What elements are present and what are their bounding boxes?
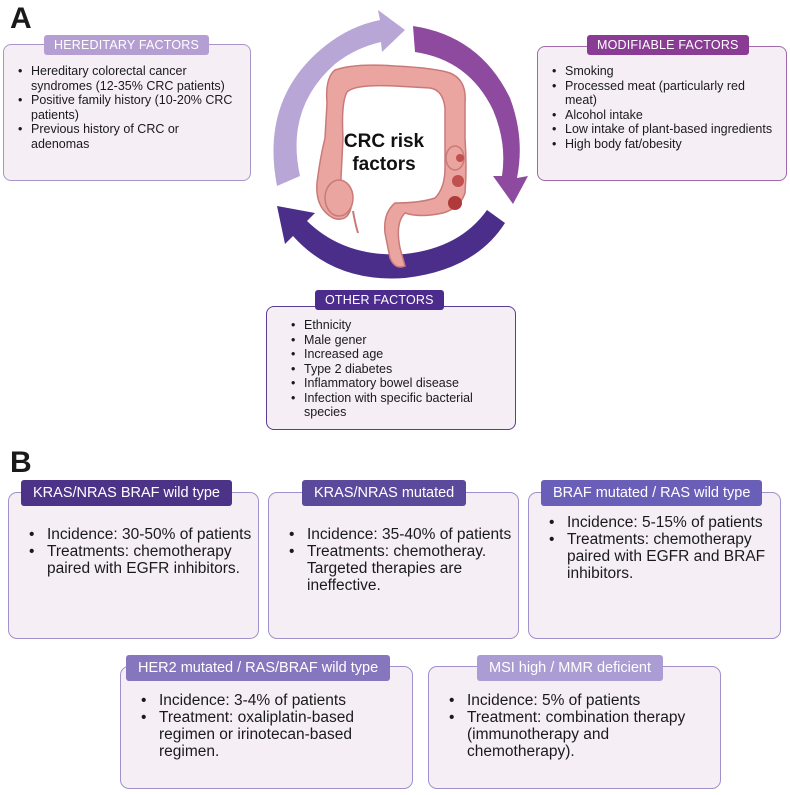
list-item: Processed meat (particularly red meat)	[552, 79, 778, 108]
hereditary-factors-box: Hereditary colorectal cancer syndromes (…	[3, 44, 251, 181]
list-item: Ethnicity	[291, 318, 506, 333]
polyp-dot	[456, 154, 464, 162]
list-item: Incidence: 3-4% of patients	[139, 692, 404, 709]
other-factors-title: OTHER FACTORS	[315, 290, 444, 310]
crc-cycle-illustration	[273, 10, 528, 279]
mutation-title-her2-mutated: HER2 mutated / RAS/BRAF wild type	[126, 655, 391, 681]
list-item: Infection with specific bacterial specie…	[291, 391, 506, 420]
panel-letter-a: A	[10, 2, 32, 35]
list-item: Hereditary colorectal cancer syndromes (…	[18, 64, 233, 93]
list-item: High body fat/obesity	[552, 137, 778, 152]
mutation-title-msi-high: MSI high / MMR deficient	[477, 655, 663, 681]
list-item: Treatment: combination therapy (immunoth…	[447, 709, 712, 760]
cycle-arrow-other	[277, 206, 505, 279]
mutation-box-her2-mutated: Incidence: 3-4% of patients Treatment: o…	[120, 666, 413, 789]
list-item: Incidence: 5% of patients	[447, 692, 712, 709]
list-item: Treatments: chemotherapy paired with EGF…	[27, 543, 252, 577]
list-item: Inflammatory bowel disease	[291, 376, 506, 391]
polyp-dot	[452, 175, 464, 187]
list-item: Smoking	[552, 64, 778, 79]
mutation-title-kras-nras-mutated: KRAS/NRAS mutated	[302, 480, 467, 506]
modifiable-factors-list: Smoking Processed meat (particularly red…	[552, 64, 778, 151]
list-item: Type 2 diabetes	[291, 362, 506, 377]
list-item: Positive family history (10-20% CRC pati…	[18, 93, 233, 122]
list-item: Incidence: 35-40% of patients	[287, 526, 512, 543]
list-item: Increased age	[291, 347, 506, 362]
mutation-box-kras-nras-mutated: Incidence: 35-40% of patients Treatments…	[268, 492, 519, 639]
panel-letter-b: B	[10, 446, 32, 479]
list-item: Previous history of CRC or adenomas	[18, 122, 233, 151]
cycle-arrow-hereditary	[273, 10, 405, 186]
mutation-title-kras-nras-braf-wt: KRAS/NRAS BRAF wild type	[21, 480, 232, 506]
crc-risk-factors-label: CRC risk factors	[343, 131, 425, 175]
other-factors-box: Ethnicity Male gener Increased age Type …	[266, 306, 516, 430]
other-factors-list: Ethnicity Male gener Increased age Type …	[291, 318, 506, 420]
mutation-box-braf-mutated: Incidence: 5-15% of patients Treatments:…	[528, 492, 781, 639]
list-item: Alcohol intake	[552, 108, 778, 123]
cycle-arrow-modifiable	[413, 26, 528, 204]
list-item: Treatment: oxaliplatin-based regimen or …	[139, 709, 404, 760]
hereditary-factors-list: Hereditary colorectal cancer syndromes (…	[18, 64, 233, 151]
list-item: Male gener	[291, 333, 506, 348]
mutation-title-braf-mutated: BRAF mutated / RAS wild type	[541, 480, 763, 506]
list-item: Incidence: 5-15% of patients	[547, 514, 772, 531]
list-item: Low intake of plant-based ingredients	[552, 122, 778, 137]
modifiable-factors-box: Smoking Processed meat (particularly red…	[537, 46, 787, 181]
tumor-dot	[448, 196, 462, 210]
list-item: Incidence: 30-50% of patients	[27, 526, 252, 543]
colon-illustration	[316, 64, 467, 268]
modifiable-factors-title: MODIFIABLE FACTORS	[587, 35, 749, 55]
mutation-box-msi-high: Incidence: 5% of patients Treatment: com…	[428, 666, 721, 789]
mutation-box-kras-nras-braf-wt: Incidence: 30-50% of patients Treatments…	[8, 492, 259, 639]
appendix-shape	[352, 210, 359, 234]
hereditary-factors-title: HEREDITARY FACTORS	[44, 35, 210, 55]
list-item: Treatments: chemotherapy paired with EGF…	[547, 531, 772, 582]
list-item: Treatments: chemotheray. Targeted therap…	[287, 543, 512, 594]
